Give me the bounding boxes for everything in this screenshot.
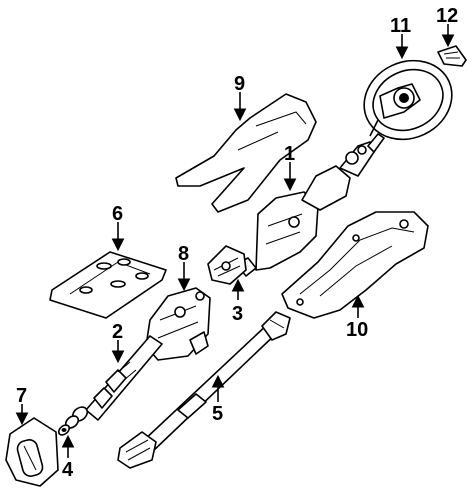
callout-10: 10 (346, 319, 368, 341)
callout-6: 6 (112, 203, 123, 225)
callout-5: 5 (212, 403, 223, 425)
horn-emblem (437, 45, 467, 67)
callout-8: 8 (178, 243, 189, 265)
column-boot (5, 417, 59, 487)
callout-4: 4 (62, 459, 74, 481)
callout-7: 7 (16, 385, 27, 407)
callout-3: 3 (232, 303, 243, 325)
callout-11: 11 (390, 15, 411, 37)
universal-joint (207, 245, 247, 285)
callout-9: 9 (234, 73, 245, 95)
callout-2: 2 (112, 321, 123, 343)
upper-shroud (175, 93, 317, 213)
lower-column-tube (85, 335, 163, 421)
intermediate-shaft (117, 311, 291, 469)
mounting-plate (49, 251, 167, 319)
callout-12: 12 (436, 5, 458, 27)
bearing-stack (57, 406, 89, 436)
lower-shroud (281, 211, 429, 319)
callout-1: 1 (284, 143, 295, 165)
steering-wheel (363, 59, 453, 141)
